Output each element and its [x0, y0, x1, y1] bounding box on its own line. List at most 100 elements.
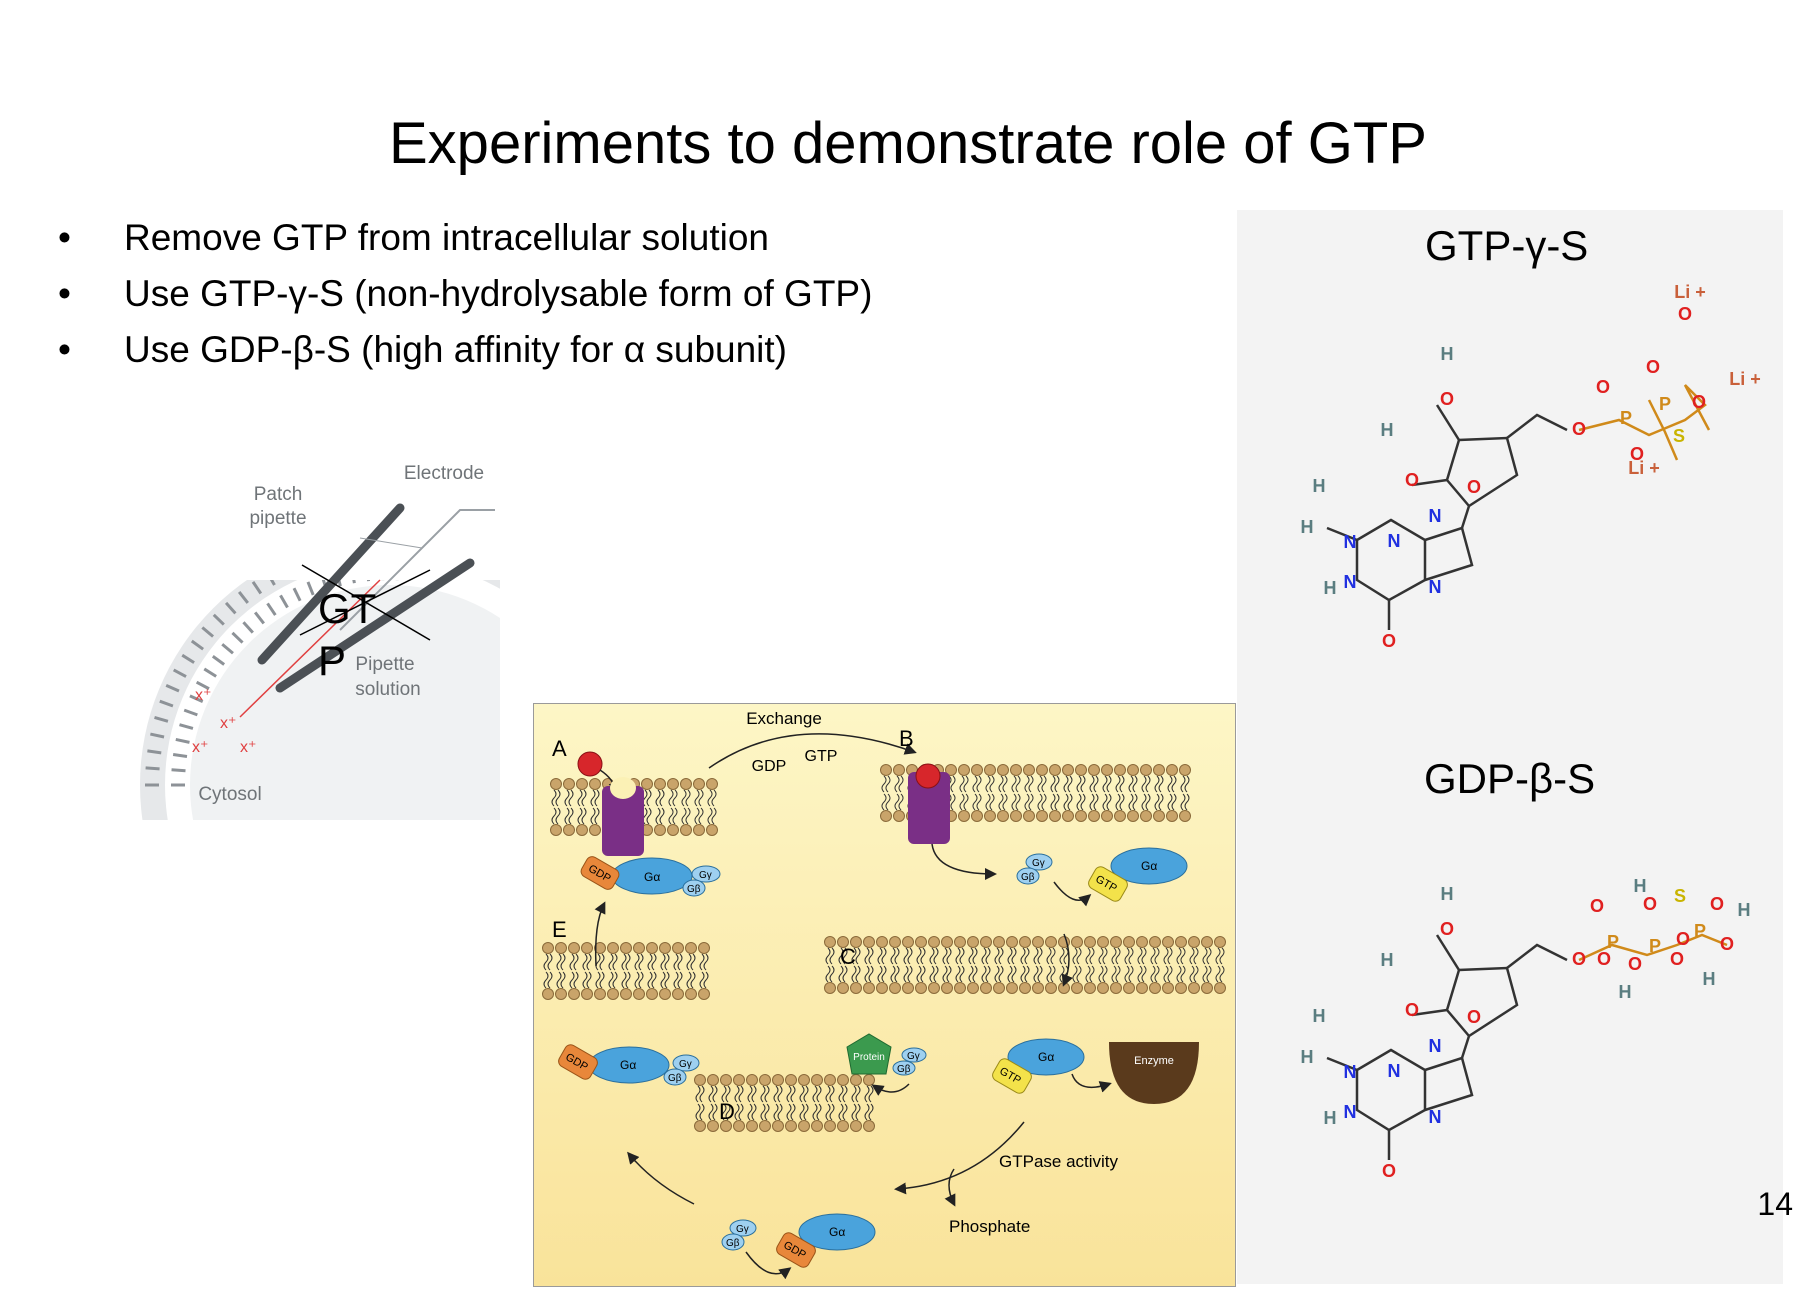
bullet-text: Use GDP-β-S (high affinity for α subunit… [124, 329, 788, 370]
lipid-tail [1163, 947, 1173, 983]
lipid-head [954, 936, 966, 948]
lipid-head [993, 936, 1005, 948]
lipid-tail [1167, 775, 1177, 811]
atom-label: H [1324, 578, 1337, 598]
lipid-head [1140, 810, 1152, 822]
lipid-head [1019, 936, 1031, 948]
bullet-marker: • [58, 217, 71, 258]
lipid-head [958, 764, 970, 776]
lipid-head [997, 810, 1009, 822]
gtpase-arrow [894, 1121, 1025, 1195]
lipid-head [1149, 982, 1161, 994]
patch-pipette-lower [275, 558, 475, 693]
atom-label: O [1440, 389, 1454, 409]
cytosol-area [190, 585, 500, 820]
lipid-tail [543, 953, 553, 989]
lipid-tail [655, 789, 665, 825]
lipid-head [1097, 936, 1109, 948]
lipid-head [958, 810, 970, 822]
lipid-tail [760, 1085, 770, 1121]
g-beta [892, 1060, 916, 1076]
lipid-tail [864, 947, 874, 983]
lipid-head [594, 942, 606, 954]
atom-label: O [1676, 929, 1690, 949]
lipid-tick [181, 653, 217, 678]
lipid-head [1110, 982, 1122, 994]
g-alpha-label: Gα [1141, 859, 1157, 873]
electrode-label: Electrode [404, 463, 484, 484]
atom-label: N [1388, 531, 1401, 551]
g-beta [682, 879, 706, 897]
lipid-head [1097, 982, 1109, 994]
lipid-head [1179, 810, 1191, 822]
lipid-head [915, 982, 927, 994]
glycosidic-bond [1460, 505, 1471, 529]
lipid-head [607, 942, 619, 954]
stage-label-c: C [840, 944, 856, 969]
lipid-head [1175, 982, 1187, 994]
lipid-head [1201, 936, 1213, 948]
atom-label: O [1405, 1000, 1419, 1020]
lipid-head [824, 1120, 836, 1132]
lipid-head [555, 988, 567, 1000]
lipid-tail [825, 1085, 835, 1121]
lipid-head [772, 1120, 784, 1132]
lipid-head [1062, 810, 1074, 822]
atom-label: O [1643, 894, 1657, 914]
lipid-head [1162, 936, 1174, 948]
lipid-head [659, 988, 671, 1000]
atom-label: O [1590, 896, 1604, 916]
stage-label-a: A [552, 736, 567, 761]
lipid-tail [1111, 947, 1121, 983]
lipid-head [1214, 936, 1226, 948]
lipid-tail [1189, 947, 1199, 983]
bullet-text: Use GTP-γ-S (non-hydrolysable form of GT… [124, 273, 873, 314]
lipid-head [746, 1120, 758, 1132]
gdp-molecule [558, 1044, 598, 1080]
atom-label: N [1344, 532, 1357, 552]
bullet-item: •Use GDP-β-S (high affinity for α subuni… [58, 322, 872, 378]
lipid-head [984, 764, 996, 776]
ligand [577, 751, 603, 777]
atom-label: H [1301, 517, 1314, 537]
g-beta-label: Gβ [687, 884, 701, 895]
lipid-head [759, 1074, 771, 1086]
atom-label: Li + [1674, 282, 1706, 302]
lipid-head [1127, 810, 1139, 822]
lipid-head [672, 988, 684, 1000]
atom-label: H [1441, 344, 1454, 364]
lipid-head [993, 982, 1005, 994]
lipid-tail [577, 789, 587, 825]
lipid-tail [994, 947, 1004, 983]
atom-label: N [1429, 506, 1442, 526]
lipid-head [1149, 936, 1161, 948]
patch-clamp-diagram: Electrode Patch pipette Pipette solution… [140, 450, 500, 820]
lipid-tail [642, 789, 652, 825]
gtp-gamma-s-title: GTP-γ-S [1425, 222, 1589, 269]
lipid-head [1006, 982, 1018, 994]
lipid-head [720, 1074, 732, 1086]
lipid-tail [582, 953, 592, 989]
lipid-head [1084, 936, 1096, 948]
receptor-active [908, 772, 950, 844]
atom-label: N [1344, 1062, 1357, 1082]
lipid-tail [838, 947, 848, 983]
lipid-tail [1215, 947, 1225, 983]
g-gamma-label: Gγ [736, 1224, 749, 1235]
lipid-tail [660, 953, 670, 989]
lipid-head [607, 988, 619, 1000]
lipid-tick [145, 766, 186, 773]
g-gamma-label: Gγ [1032, 858, 1045, 869]
lipid-head [1101, 764, 1113, 776]
lipid-head [902, 982, 914, 994]
atom-label: O [1710, 894, 1724, 914]
g-beta-label: Gβ [668, 1073, 682, 1084]
lipid-tick [165, 683, 204, 703]
atom-label: O [1467, 1007, 1481, 1027]
lipid-head [1136, 936, 1148, 948]
ion-marker: x⁺ [220, 715, 236, 732]
atom-label: H [1313, 1006, 1326, 1026]
g-alpha-label: Gα [1038, 1050, 1054, 1064]
lipid-head [706, 778, 718, 790]
lipid-head [1201, 982, 1213, 994]
